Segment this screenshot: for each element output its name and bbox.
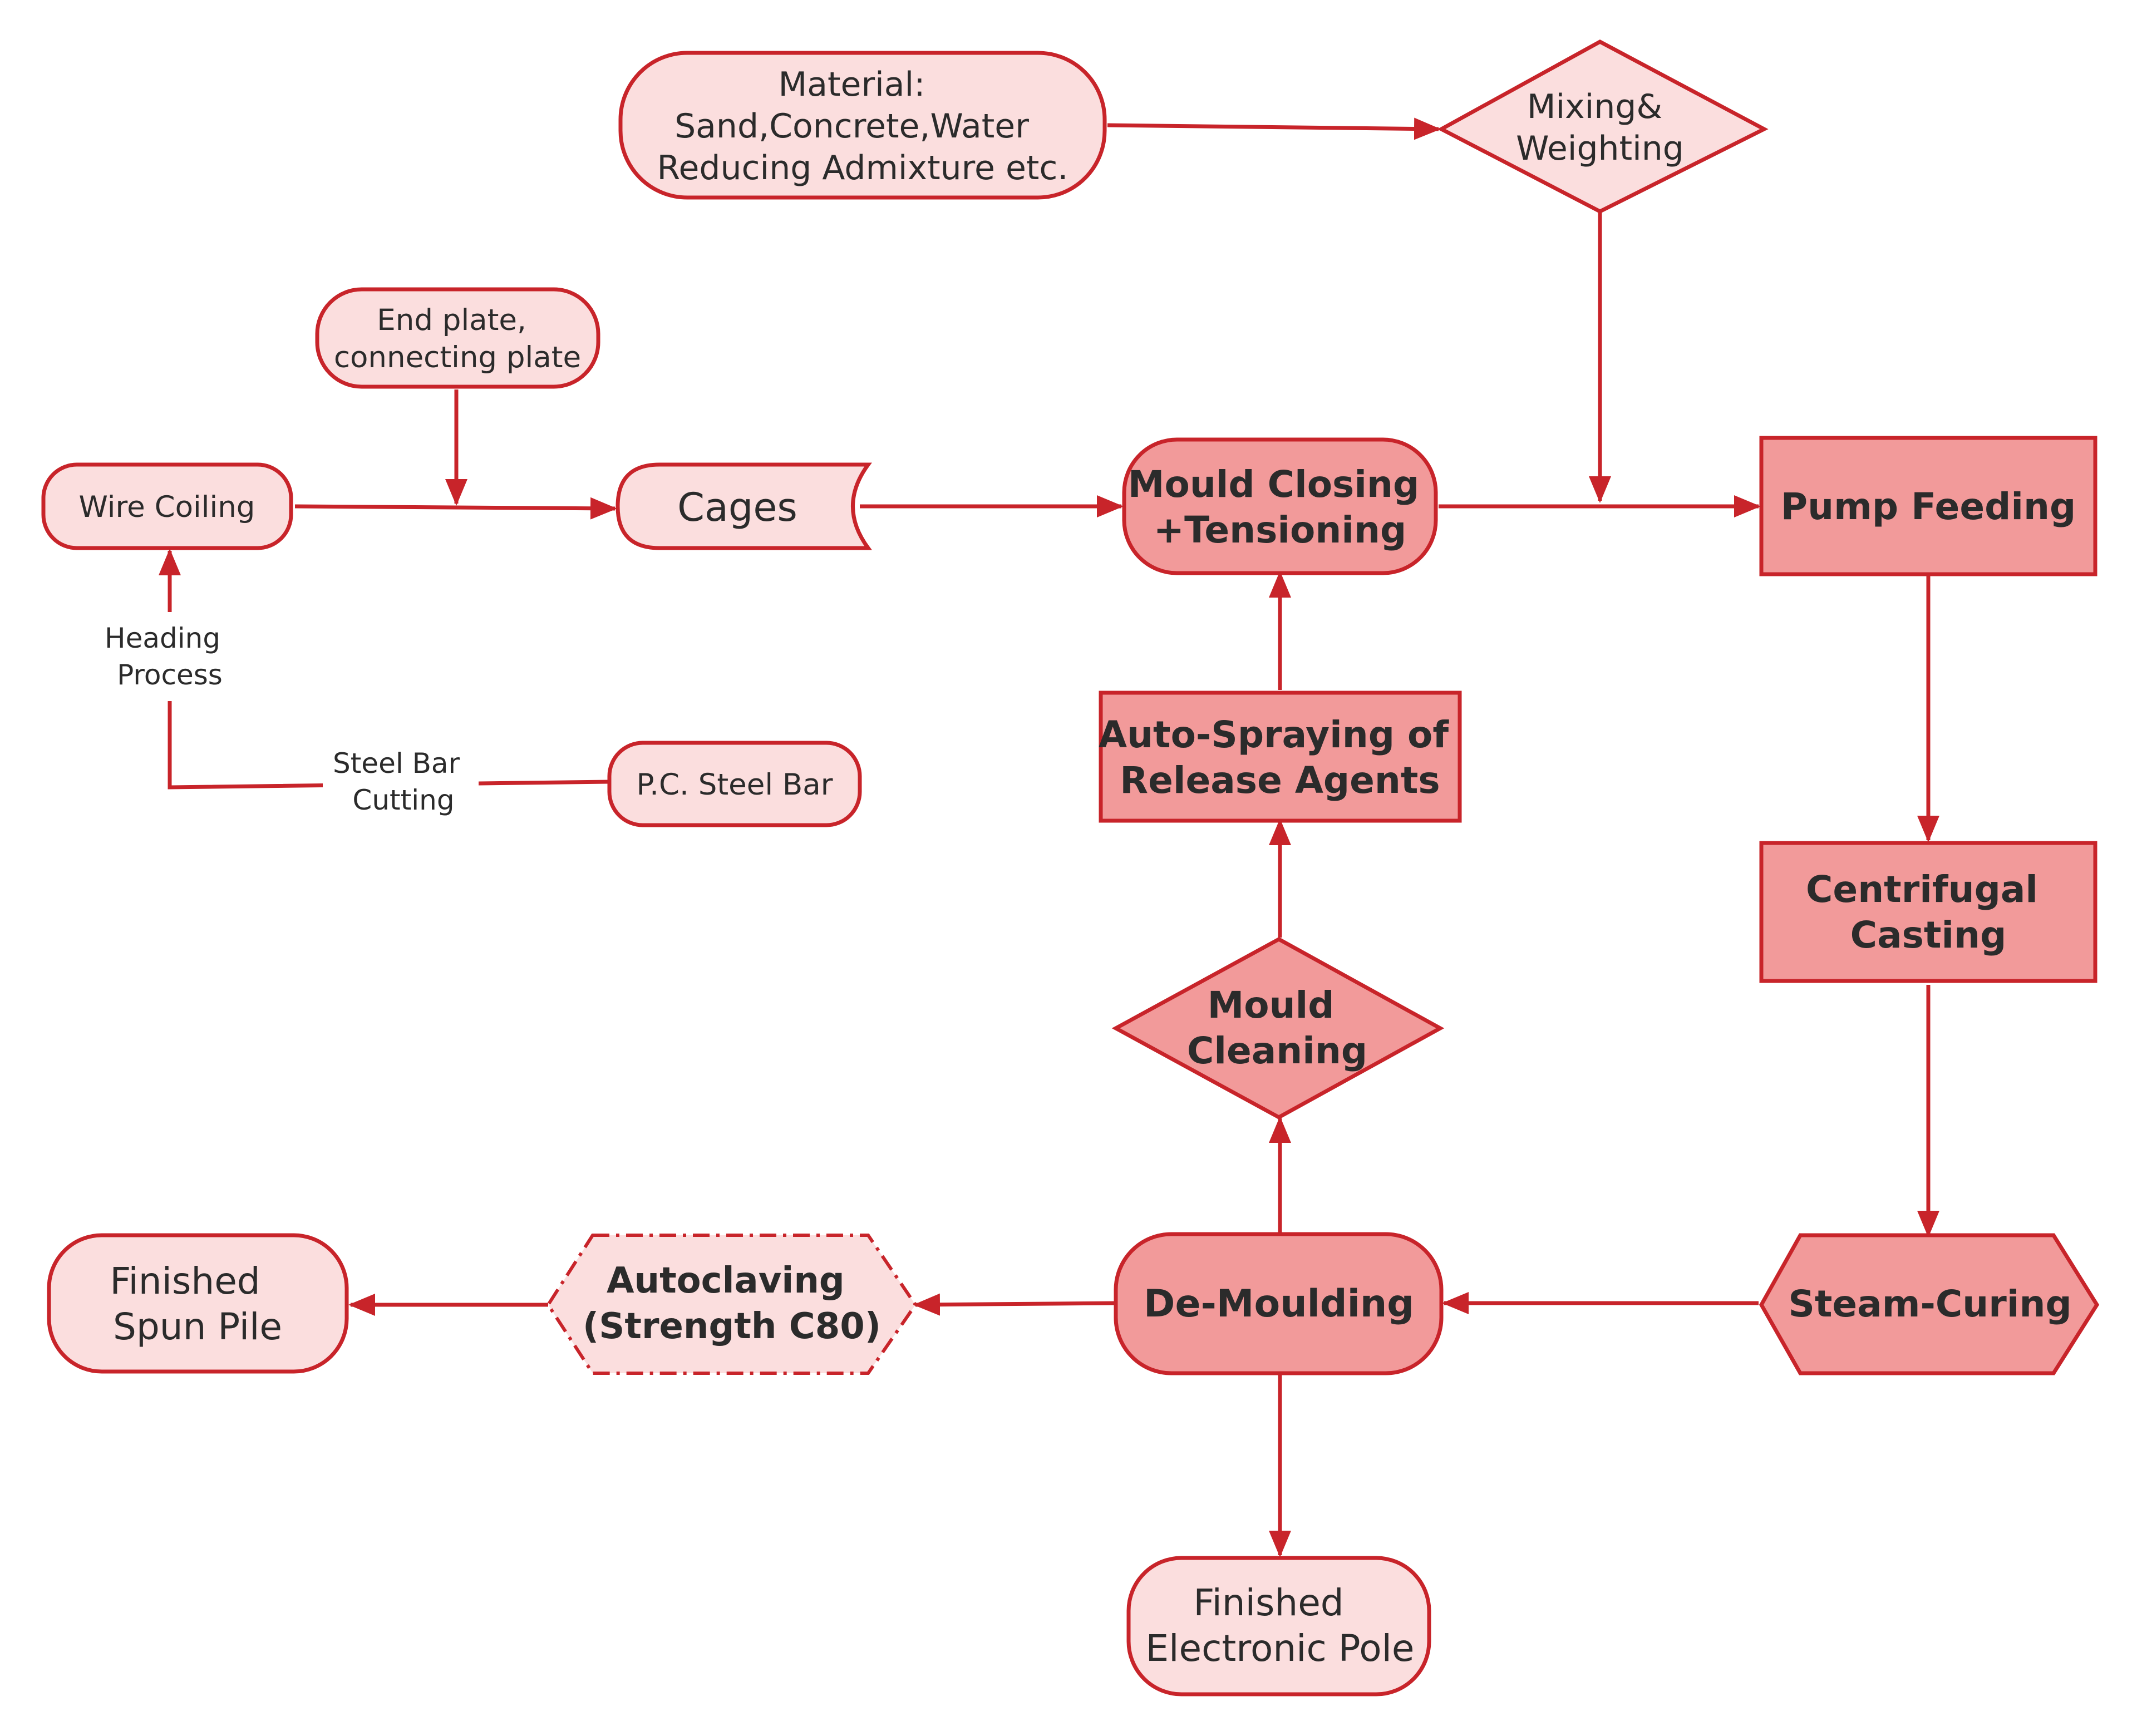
arrow-demoulding-to-autoclaving — [913, 1293, 1116, 1316]
svg-text:Material: Sand,Concrete,: Material: Sand,Concrete,Water Reducing A… — [657, 65, 1068, 188]
node-centrifugal-casting: Centrifugal Casting — [1759, 841, 2097, 983]
label-heading-process: Heading Process — [105, 622, 229, 691]
node-pc-steel-bar: P.C. Steel Bar — [607, 741, 862, 827]
node-cages: Cages — [616, 462, 872, 550]
svg-text:Autoclaving (Strength C8: Autoclaving (Strength C80) — [583, 1260, 881, 1347]
arrow-wire-to-cages — [294, 497, 617, 520]
connectors — [159, 117, 1939, 1557]
label-steel-bar-cutting: Steel Bar Cutting — [333, 747, 469, 816]
arrow-material-to-mixing — [1107, 117, 1441, 140]
svg-text:Steam-Curing: Steam-Curing — [1788, 1283, 2071, 1325]
node-mould-cleaning: Mould Cleaning — [1111, 937, 1445, 1119]
node-steam-curing: Steam-Curing — [1759, 1233, 2100, 1375]
node-finished-spun-pile: Finished Spun Pile — [47, 1233, 349, 1374]
svg-text:Cages: Cages — [677, 485, 797, 530]
svg-text:P.C. Steel Bar: P.C. Steel Bar — [636, 768, 833, 802]
node-mixing-weighting: Mixing& Weighting — [1437, 40, 1769, 214]
svg-text:De-Moulding: De-Moulding — [1144, 1282, 1414, 1326]
node-end-plate: End plate, connecting plate — [315, 287, 600, 389]
node-wire-coiling: Wire Coiling — [41, 462, 293, 550]
svg-text:Mixing& Weighting: Mixing& Weighting — [1516, 87, 1684, 168]
svg-text:Finished Spun Pile: Finished Spun Pile — [110, 1260, 282, 1348]
node-autoclaving: Autoclaving (Strength C80) — [546, 1234, 918, 1375]
node-mould-closing: Mould Closing +Tensioning — [1122, 437, 1438, 575]
svg-text:Pump Feeding: Pump Feeding — [1781, 485, 2076, 528]
node-de-moulding: De-Moulding — [1114, 1232, 1444, 1375]
svg-text:Finished Electronic Pole: Finished Electronic Pole — [1145, 1581, 1414, 1670]
svg-text:Mould Cleaning: Mould Cleaning — [1187, 984, 1367, 1072]
svg-text:End plate, connecting pl: End plate, connecting plate — [334, 303, 581, 374]
node-material: Material: Sand,Concrete,Water Reducing A… — [618, 51, 1107, 200]
edge-labels: Heading Process Steel Bar Cutting — [92, 612, 479, 829]
node-finished-electronic-pole: Finished Electronic Pole — [1126, 1556, 1431, 1696]
svg-text:Mould Closing +Tensionin: Mould Closing +Tensioning — [1128, 463, 1432, 551]
node-pump-feeding: Pump Feeding — [1759, 436, 2097, 576]
svg-text:Centrifugal Casting: Centrifugal Casting — [1806, 868, 2051, 956]
node-auto-spraying: Auto-Spraying of Release Agents — [1099, 691, 1462, 823]
svg-text:Wire Coiling: Wire Coiling — [79, 490, 255, 524]
svg-text:Auto-Spraying of Release: Auto-Spraying of Release Agents — [1099, 713, 1461, 802]
